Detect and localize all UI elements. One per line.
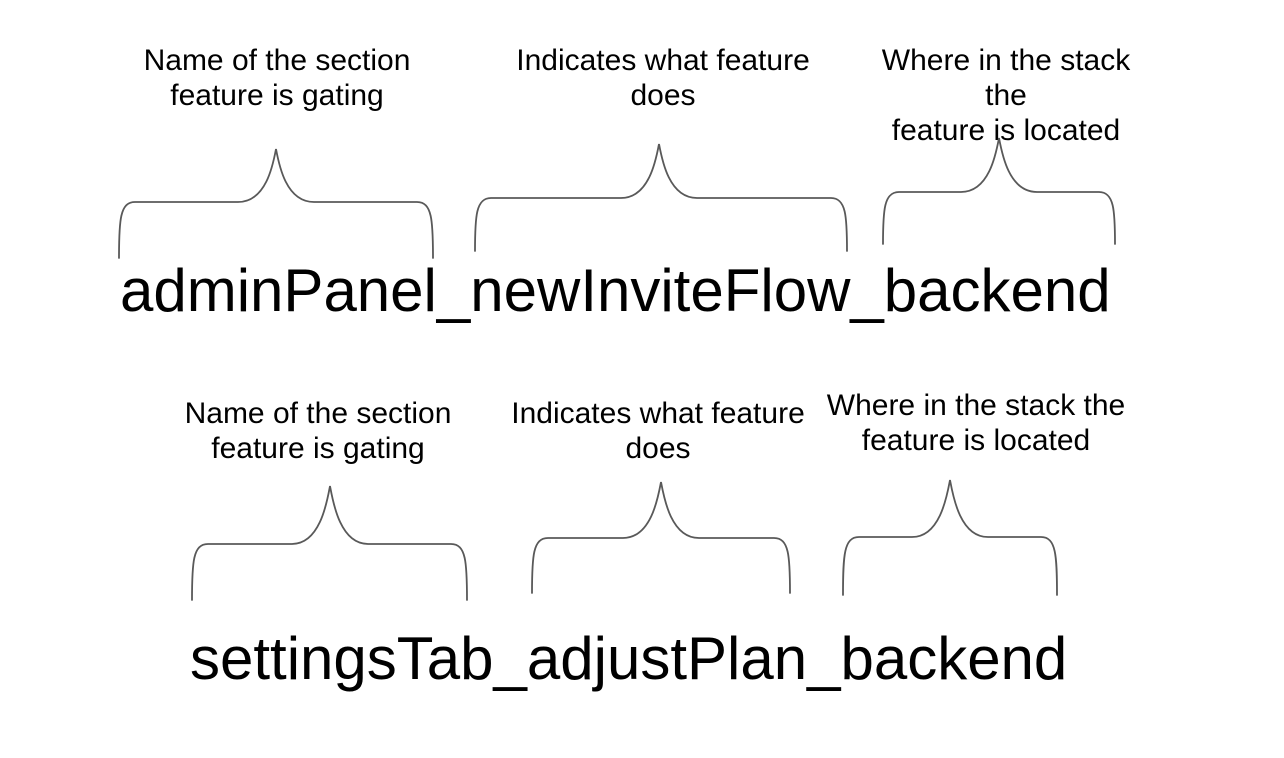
brace-feature-icon: [531, 481, 791, 594]
annotation-section-gating: Name of the section feature is gating: [184, 397, 452, 465]
annotation-stack-location: Where in the stack the feature is locate…: [881, 44, 1131, 147]
brace-stack-icon: [882, 137, 1116, 245]
annotation-feature-does: Indicates what feature does: [511, 397, 805, 465]
flag-name-admin-panel: adminPanel_newInviteFlow_backend: [120, 257, 1111, 324]
brace-feature-icon: [474, 143, 848, 252]
brace-stack-icon: [842, 479, 1058, 596]
annotation-section-gating: Name of the section feature is gating: [143, 44, 411, 112]
brace-section-icon: [191, 485, 468, 601]
annotation-stack-location: Where in the stack the feature is locate…: [826, 389, 1126, 457]
brace-section-icon: [118, 148, 434, 259]
annotation-feature-does: Indicates what feature does: [516, 44, 810, 112]
flag-name-settings-tab: settingsTab_adjustPlan_backend: [190, 625, 1068, 692]
